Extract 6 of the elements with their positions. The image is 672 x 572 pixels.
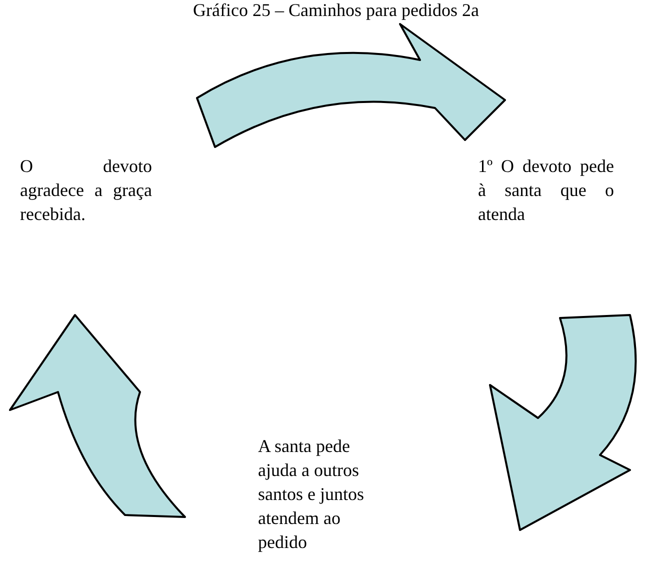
curved-block-arrow	[9, 314, 186, 518]
step-text: A santa pede ajuda a outros santos e juntos atendem ao pedido	[258, 435, 365, 554]
diagram-title: Gráfico 25 – Caminhos para pedidos 2a	[192, 0, 480, 21]
step-text: 1º O devoto pede à santa que o atenda	[478, 155, 614, 226]
curved-block-arrow	[489, 314, 637, 531]
step-text: O devoto agradece a graça recebida.	[20, 155, 152, 226]
